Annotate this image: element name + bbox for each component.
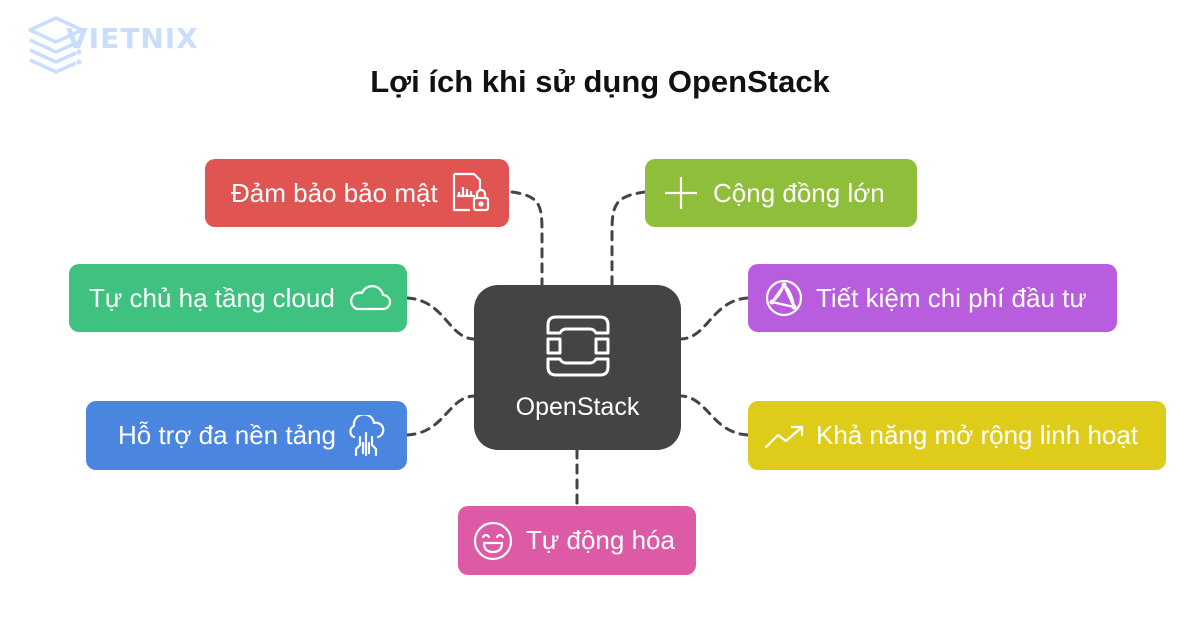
node-security: Đảm bảo bảo mật — [205, 159, 509, 227]
connector-multi-platform — [405, 394, 476, 437]
node-label: Tiết kiệm chi phí đầu tư — [816, 282, 1087, 313]
openstack-logo-icon — [546, 315, 609, 377]
connector-security — [510, 190, 544, 287]
connector-cloud-autonomy — [405, 296, 476, 341]
smile-face-icon — [472, 520, 514, 562]
vietnix-logo — [26, 14, 86, 78]
plus-icon — [663, 175, 699, 211]
node-label: Tự chủ hạ tầng cloud — [89, 282, 335, 313]
node-scalability: Khả năng mở rộng linh hoạt — [748, 401, 1166, 470]
connector-cost-saving — [679, 296, 750, 341]
secure-document-icon — [450, 170, 494, 216]
node-label: Cộng đồng lớn — [713, 177, 885, 208]
center-node-label: OpenStack — [515, 393, 640, 421]
node-cloud-autonomy: Tự chủ hạ tầng cloud — [69, 264, 407, 332]
page-title: Lợi ích khi sử dụng OpenStack — [370, 64, 830, 99]
connector-community — [610, 190, 647, 287]
node-automation: Tự động hóa — [458, 506, 696, 575]
node-community: Cộng đồng lớn — [645, 159, 917, 227]
connector-scalability — [679, 394, 750, 437]
server-stack-icon — [28, 16, 84, 74]
network-globe-icon — [764, 278, 804, 318]
cloud-icon — [349, 283, 391, 313]
node-label: Hỗ trợ đa nền tảng — [118, 420, 336, 450]
node-cost-saving: Tiết kiệm chi phí đầu tư — [748, 264, 1117, 332]
node-label: Đảm bảo bảo mật — [231, 177, 438, 208]
logo-text: VIETNIX — [66, 22, 199, 55]
node-label: Tự động hóa — [526, 525, 675, 555]
center-node-openstack: OpenStack — [474, 285, 681, 450]
cloud-connection-icon — [346, 414, 386, 457]
trending-up-icon — [764, 421, 806, 451]
node-label: Khả năng mở rộng linh hoạt — [816, 420, 1139, 450]
node-multi-platform: Hỗ trợ đa nền tảng — [86, 401, 407, 470]
